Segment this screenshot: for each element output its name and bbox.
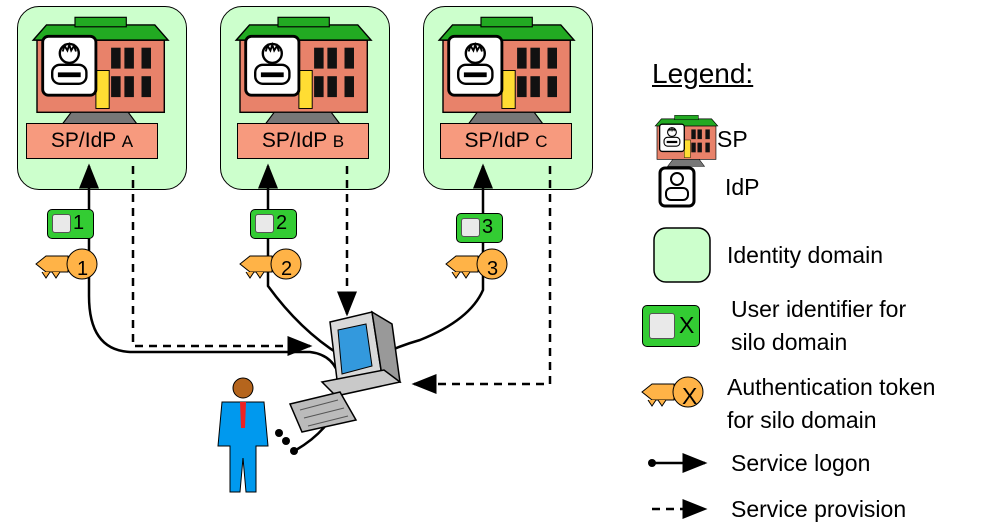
user-face-icon (649, 313, 675, 339)
legend-user-identifier-line1: User identifier for (731, 296, 907, 322)
provision-line-a (131, 166, 313, 356)
legend-service-logon-label: Service logon (731, 450, 871, 476)
sp-idp-letter: C (535, 132, 548, 151)
logon-line-a (87, 179, 342, 381)
sp-idp-text: SP/IdP (261, 129, 327, 152)
uid-number: 2 (276, 212, 288, 234)
sp-idp-text: SP/IdP (464, 129, 530, 152)
user-identifier-2: 2 (250, 209, 297, 239)
sp-idp-label-b: SP/IdP B (237, 123, 369, 159)
building-icon-a (31, 15, 170, 129)
legend-auth-token-line1: Authentication token (727, 374, 936, 400)
legend-idp-icon (658, 166, 696, 208)
legend-token-symbol: X (682, 383, 698, 409)
legend-identity-domain-label: Identity domain (727, 242, 883, 268)
sp-idp-label-a: SP/IdP A (26, 123, 158, 159)
legend-user-identifier-line2: silo domain (731, 329, 848, 355)
building-icon-c (437, 15, 576, 129)
sp-idp-label-c: SP/IdP C (440, 123, 572, 159)
sp-idp-letter: B (332, 132, 345, 151)
user-identifier-3: 3 (456, 213, 503, 243)
legend-sp-label: SP (717, 126, 748, 152)
uid-symbol: X (679, 312, 695, 338)
token-number-1: 1 (77, 258, 89, 280)
legend-service-provision-label: Service provision (731, 496, 907, 522)
legend-building-icon (654, 114, 719, 168)
legend-user-identifier-icon: X (642, 305, 700, 347)
legend-domain-swatch (653, 227, 711, 283)
user-identifier-1: 1 (47, 209, 94, 239)
sp-idp-text: SP/IdP (50, 129, 116, 152)
legend-auth-token-line2: for silo domain (727, 407, 877, 433)
legend-title: Legend: (652, 58, 754, 89)
legend-idp-label: IdP (725, 174, 760, 200)
user-face-icon (461, 218, 480, 237)
computer-icon (288, 310, 402, 433)
sp-idp-letter: A (121, 132, 134, 151)
user-face-icon (52, 214, 71, 233)
user-face-icon (255, 214, 274, 233)
uid-number: 3 (482, 216, 494, 238)
building-icon-b (234, 15, 373, 129)
token-number-3: 3 (487, 258, 499, 280)
token-number-2: 2 (281, 258, 293, 280)
person-icon (217, 377, 269, 493)
provision-line-c (411, 166, 552, 394)
uid-number: 1 (73, 212, 85, 234)
